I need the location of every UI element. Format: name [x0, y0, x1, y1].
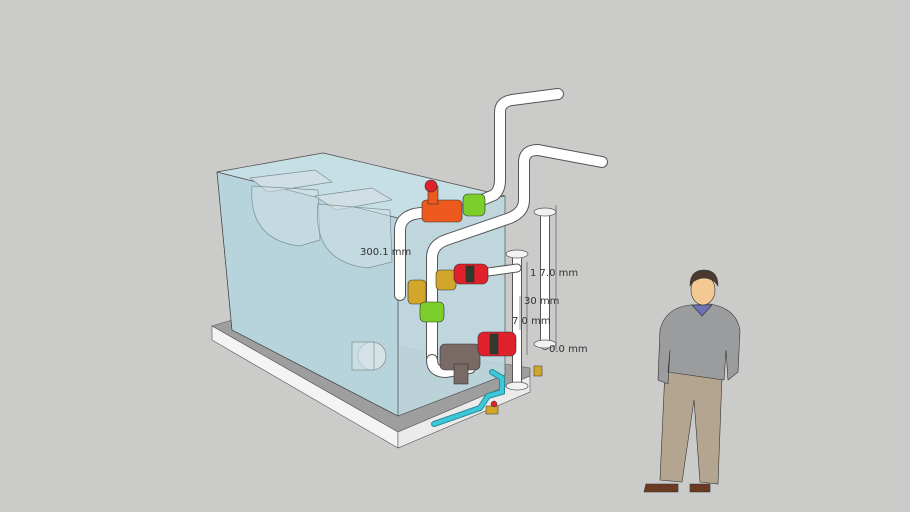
- pipe-flanges: [505, 207, 557, 391]
- coupling-lower-green: [419, 301, 445, 323]
- fan-1: [249, 169, 333, 247]
- dimension-label-1: 300.1 mm: [360, 247, 412, 258]
- human-scale-figure: [643, 269, 741, 493]
- piping-white: [394, 88, 608, 390]
- check-valve-upper-red: [453, 263, 489, 285]
- drain-pipe: [431, 369, 505, 427]
- drain-valve: [485, 365, 543, 415]
- fan-2: [314, 187, 393, 269]
- dimension-label-4: 7 0 mm: [512, 316, 551, 327]
- coupling-upper-green: [462, 193, 486, 217]
- dimension-label-3: 30 mm: [524, 296, 560, 307]
- dimension-lines: [519, 205, 557, 355]
- gate-valve: [421, 179, 463, 223]
- check-valve-lower-red: [477, 331, 517, 357]
- flange-valve-yellow: [407, 269, 457, 305]
- dimension-label-5: 0.0 mm: [549, 344, 588, 355]
- water-tank: [216, 152, 506, 417]
- strainer: [439, 343, 481, 385]
- dimension-label-2: 1 7.0 mm: [530, 268, 579, 279]
- drive-motor: [351, 341, 387, 371]
